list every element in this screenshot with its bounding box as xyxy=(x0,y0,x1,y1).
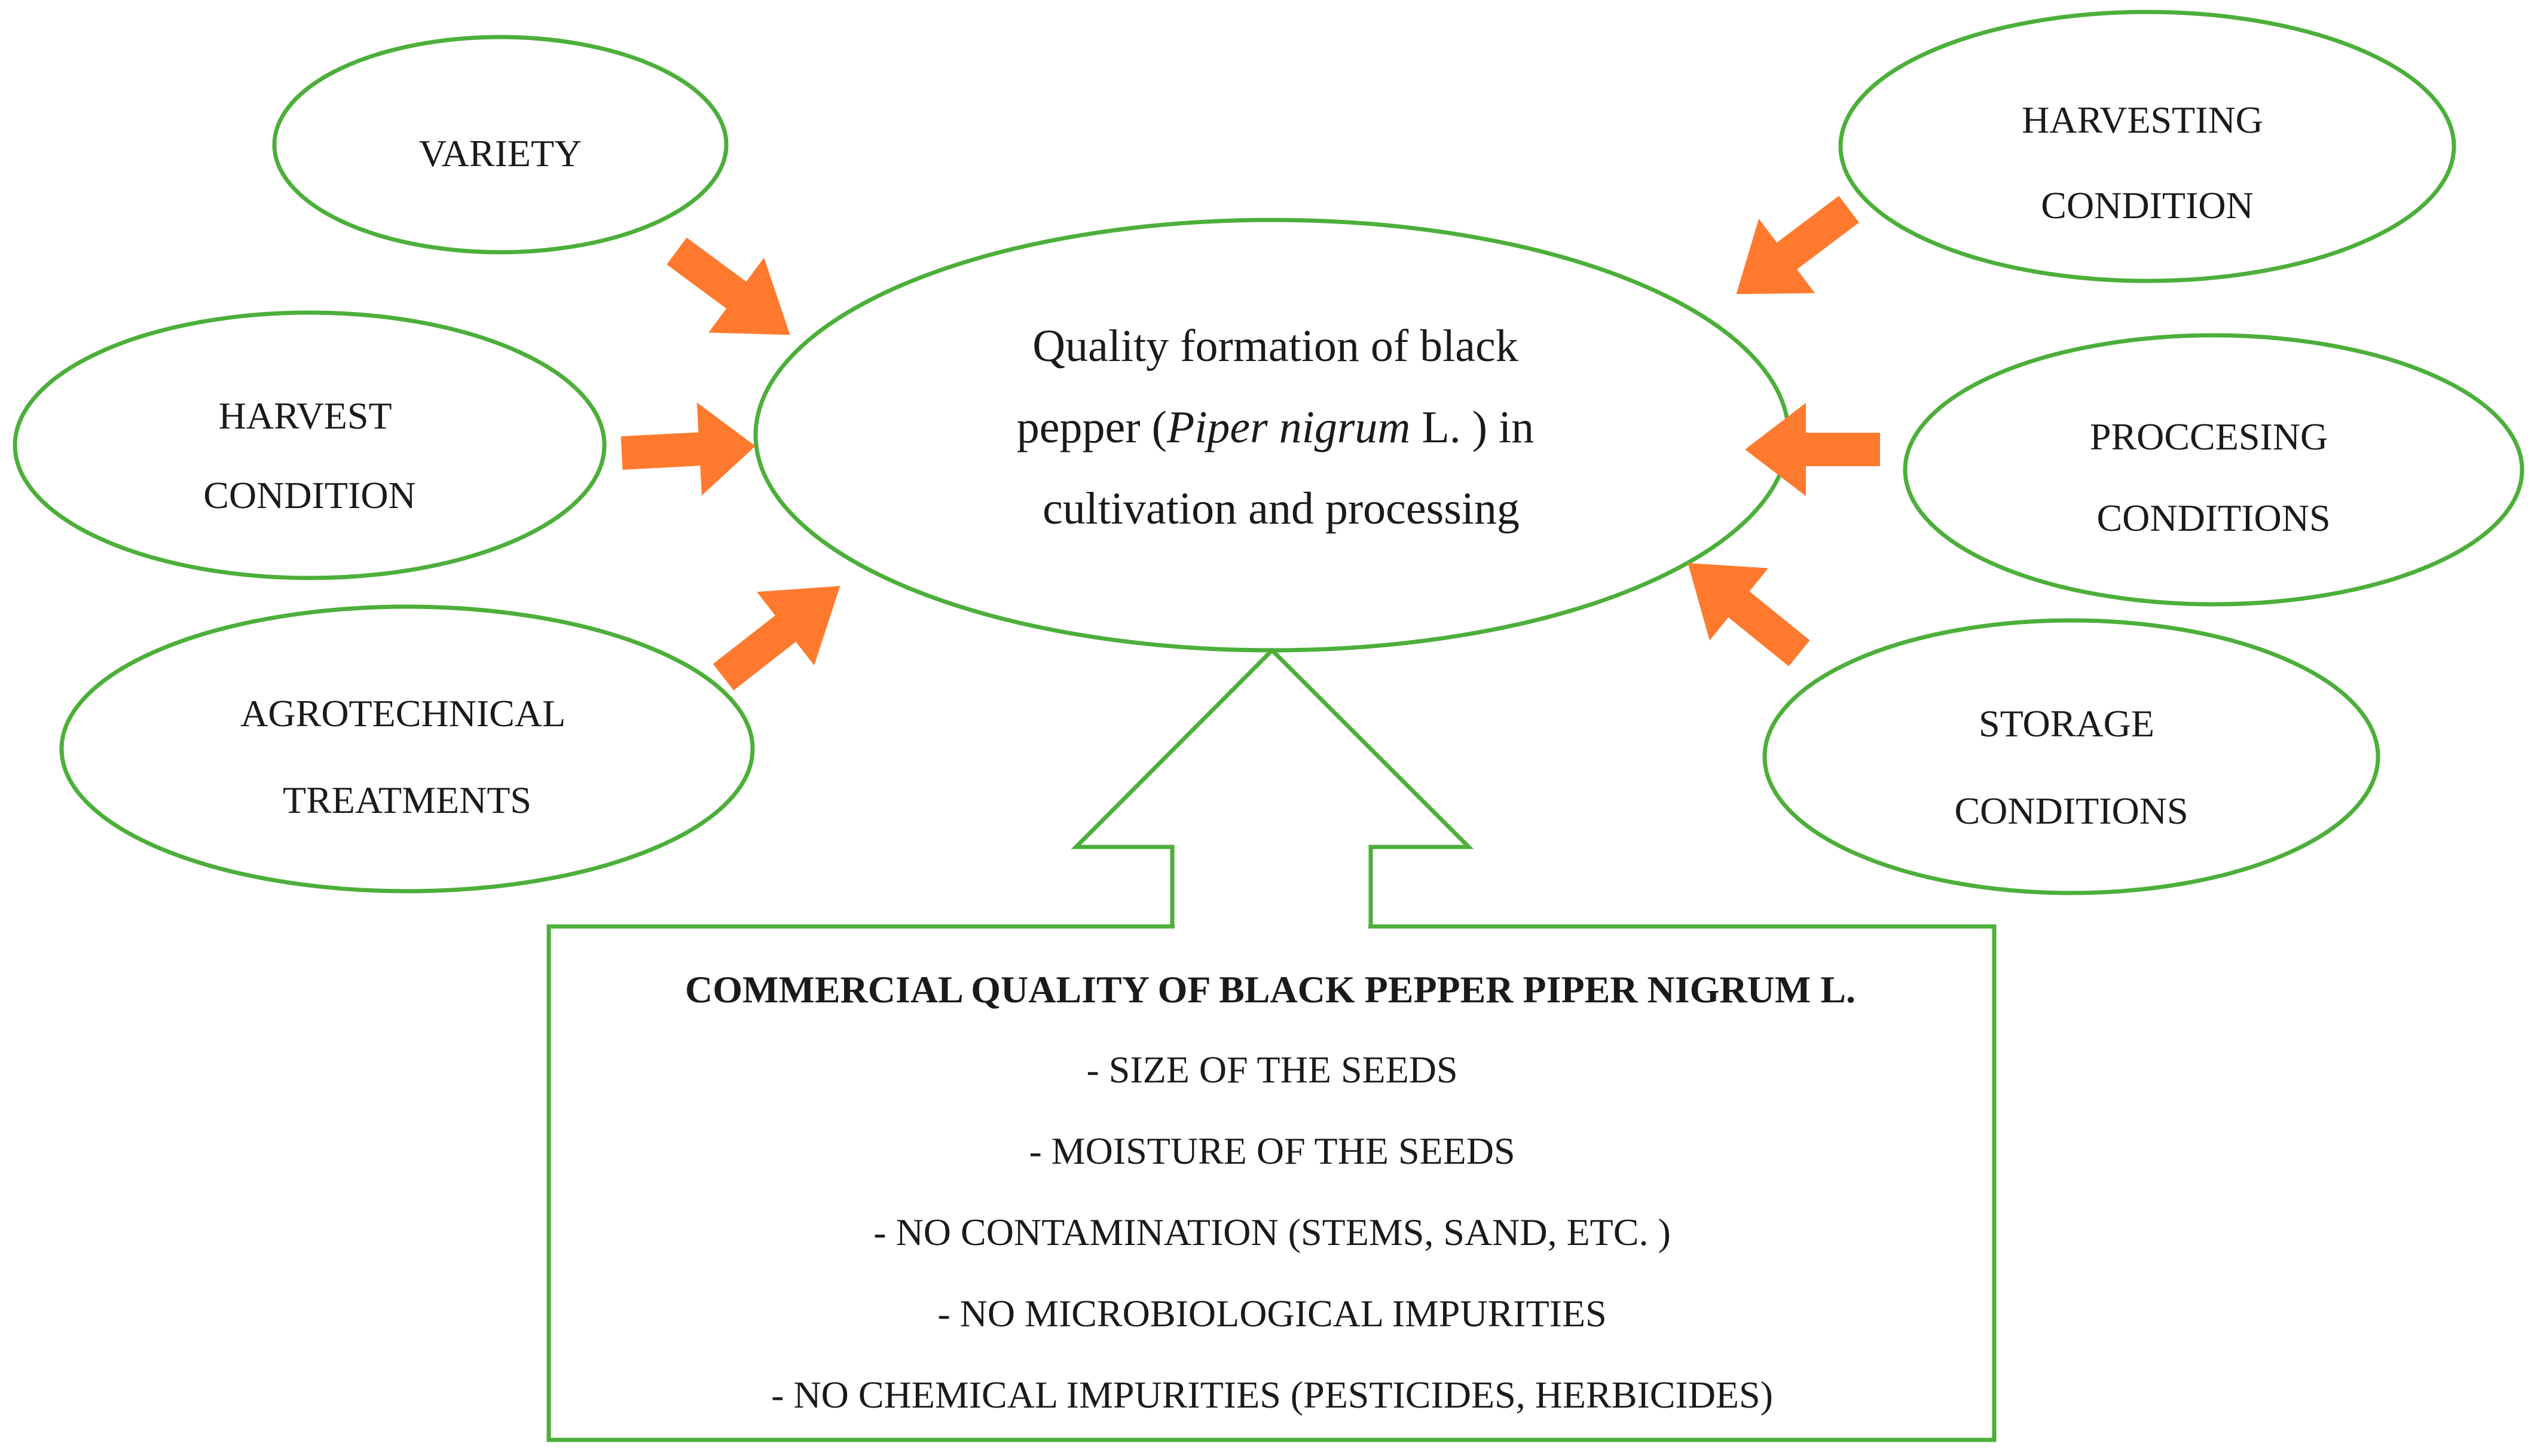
commercial-quality-item: - SIZE OF THE SEEDS xyxy=(1086,1048,1457,1091)
arrow-harvesting-condition-to-center xyxy=(1736,195,1859,295)
processing-conditions-line-1: PROCCESING xyxy=(2090,415,2328,458)
svg-text:STORAGE CONDITIONS: STORAGE CONDITIONS xyxy=(1954,702,2188,832)
storage-conditions-node xyxy=(1762,618,2380,895)
agrotechnical-treatments-line-2: TREATMENTS xyxy=(283,779,531,821)
arrow-harvest-condition-to-center xyxy=(621,402,756,496)
svg-text:HARVEST CONDITION: HARVEST CONDITION xyxy=(203,394,416,516)
upward-arrow xyxy=(1071,647,1474,929)
harvesting-condition-node xyxy=(1838,10,2456,283)
svg-text:PROCCESING CONDITIONS: PROCCESING CONDITIONS xyxy=(2090,415,2337,539)
variety-label: VARIETY xyxy=(419,132,582,175)
processing-conditions-node xyxy=(1903,333,2524,607)
harvest-condition-line-1: HARVEST xyxy=(219,394,392,437)
processing-conditions-line-2: CONDITIONS xyxy=(2096,497,2330,539)
commercial-quality-items: - SIZE OF THE SEEDS - MOISTURE OF THE SEE… xyxy=(771,1048,1773,1416)
commercial-quality-item: - NO CONTAMINATION (STEMS, SAND, ETC. ) xyxy=(873,1211,1671,1253)
storage-conditions-line-1: STORAGE xyxy=(1979,702,2154,745)
harvesting-condition-line-1: HARVESTING xyxy=(2022,99,2263,141)
center-line-3: cultivation and processing xyxy=(1043,484,1520,534)
svg-text:HARVESTING CONDITION: HARVESTING CONDITION xyxy=(2022,99,2273,227)
harvesting-condition-line-2: CONDITION xyxy=(2041,184,2254,227)
svg-text:Quality formation of black: Quality formation of black pepper (Piper… xyxy=(1017,321,1545,534)
storage-conditions-line-2: CONDITIONS xyxy=(1954,790,2188,832)
arrow-agrotechnical-to-center xyxy=(713,586,840,691)
commercial-quality-item: - NO CHEMICAL IMPURITIES (PESTICIDES, HE… xyxy=(771,1374,1773,1416)
arrow-storage-conditions-to-center xyxy=(1688,562,1810,666)
commercial-quality-item: - NO MICROBIOLOGICAL IMPURITIES xyxy=(937,1292,1606,1335)
svg-text:AGROTECHNICAL TREATMENTS: AGROTECHNICAL TREATMENTS xyxy=(240,692,574,821)
harvest-condition-line-2: CONDITION xyxy=(203,474,416,516)
harvest-condition-node xyxy=(13,310,607,580)
variety-node xyxy=(272,35,729,255)
center-line-1: Quality formation of black xyxy=(1032,321,1518,371)
center-line-2: pepper (Piper nigrum L. ) in xyxy=(1017,402,1534,452)
commercial-quality-title: COMMERCIAL QUALITY OF BLACK PEPPER PIPER… xyxy=(685,968,1856,1011)
agrotechnical-treatments-node xyxy=(59,604,755,894)
agrotechnical-treatments-line-1: AGROTECHNICAL xyxy=(240,692,564,735)
commercial-quality-item: - MOISTURE OF THE SEEDS xyxy=(1029,1130,1515,1172)
arrow-processing-conditions-to-center xyxy=(1745,403,1880,496)
arrow-variety-to-center xyxy=(667,237,790,335)
